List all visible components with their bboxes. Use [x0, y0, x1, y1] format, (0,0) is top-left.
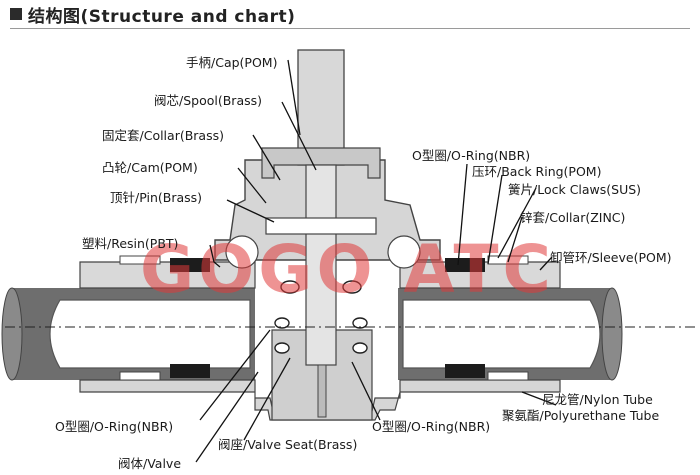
label-back-ring: 压环/Back Ring(POM): [472, 164, 601, 179]
label-collar-brass: 固定套/Collar(Brass): [102, 128, 224, 143]
label-nylon-tube: 尼龙管/Nylon Tube: [542, 392, 653, 407]
left-tube: [1, 287, 255, 381]
square-bullet-icon: [10, 8, 22, 20]
right-tube: [398, 287, 623, 381]
spool-orings: [274, 280, 368, 354]
label-oring-left: O型圈/O-Ring(NBR): [55, 419, 173, 434]
label-spool: 阀芯/Spool(Brass): [154, 93, 262, 108]
label-sleeve: 卸管环/Sleeve(POM): [550, 250, 672, 265]
label-cap: 手柄/Cap(POM): [186, 55, 277, 70]
callout-labels: 手柄/Cap(POM) 阀芯/Spool(Brass) 固定套/Collar(B…: [55, 55, 672, 471]
leader-lines: [195, 59, 557, 463]
cap-handle: [261, 49, 381, 179]
pin: [265, 217, 377, 235]
tube-seals: [119, 255, 529, 381]
page-title: 结构图(Structure and chart): [28, 6, 296, 27]
watermark: GOGO ATC: [140, 231, 555, 308]
label-lock-claws: 簧片/Lock Claws(SUS): [508, 182, 641, 197]
label-pin: 顶针/Pin(Brass): [110, 190, 202, 205]
label-pu-tube: 聚氨酯/Polyurethane Tube: [502, 408, 659, 423]
label-valve: 阀体/Valve: [118, 456, 181, 471]
spool: [265, 164, 377, 418]
label-resin: 塑料/Resin(PBT): [82, 236, 178, 251]
label-oring-top: O型圈/O-Ring(NBR): [412, 148, 530, 163]
title-bar: 结构图(Structure and chart): [10, 2, 296, 27]
label-valve-seat: 阀座/Valve Seat(Brass): [218, 437, 357, 452]
label-cam: 凸轮/Cam(POM): [102, 160, 198, 175]
title-divider: [10, 28, 690, 29]
label-collar-zinc: 锌套/Collar(ZINC): [520, 210, 625, 225]
label-oring-bottom: O型圈/O-Ring(NBR): [372, 419, 490, 434]
